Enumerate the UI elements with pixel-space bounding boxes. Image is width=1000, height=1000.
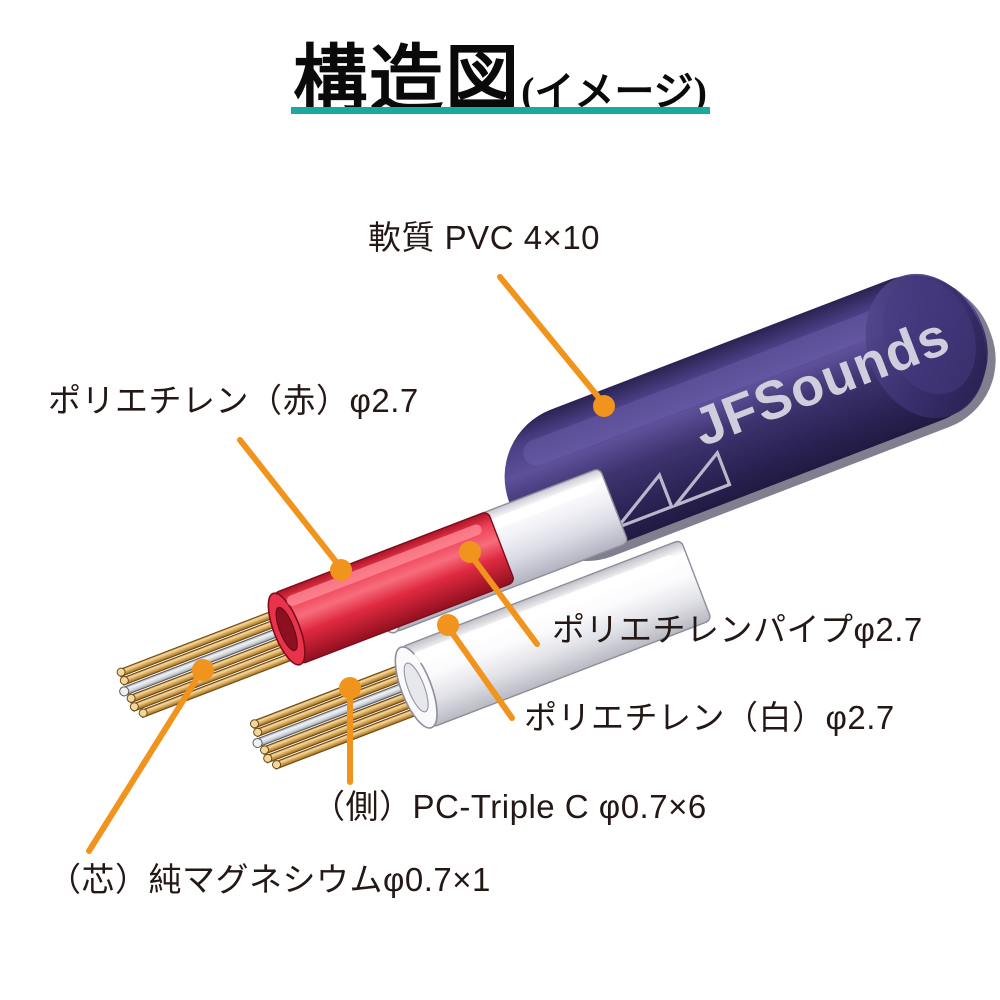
page-title-suffix: (イメージ)	[521, 69, 707, 114]
leader-magnesium-core	[86, 669, 204, 854]
callout-dot-polyethylene-white	[437, 614, 459, 636]
callout-dot-pvc-jacket	[593, 395, 615, 417]
callout-dot-polyethylene-red	[330, 559, 352, 581]
callout-label-magnesium-core: （芯）純マグネシウムφ0.7×1	[48, 861, 491, 898]
callout-leaders	[86, 274, 615, 854]
page-title: 構造図(イメージ)	[0, 44, 1000, 118]
leader-pvc-jacket	[497, 274, 607, 407]
leader-polyethylene-white	[445, 624, 515, 721]
leader-polyethylene-red	[237, 437, 344, 571]
callout-dot-magnesium-core	[192, 659, 214, 681]
callout-label-pc-triple-c: （側）PC-Triple C φ0.7×6	[312, 788, 707, 825]
callout-dot-pc-triple-c	[339, 677, 361, 699]
callout-dot-polyethylene-pipe	[459, 541, 481, 563]
page-title-main: 構造図	[293, 40, 522, 122]
callout-label-polyethylene-white: ポリエチレン（白）φ2.7	[524, 699, 895, 736]
leader-polyethylene-pipe	[467, 551, 540, 647]
callout-label-polyethylene-red: ポリエチレン（赤）φ2.7	[48, 382, 419, 419]
title-underline-rule	[291, 107, 710, 114]
callout-label-pvc-jacket: 軟質 PVC 4×10	[368, 219, 601, 256]
callout-label-polyethylene-pipe: ポリエチレンパイプφ2.7	[552, 611, 923, 648]
